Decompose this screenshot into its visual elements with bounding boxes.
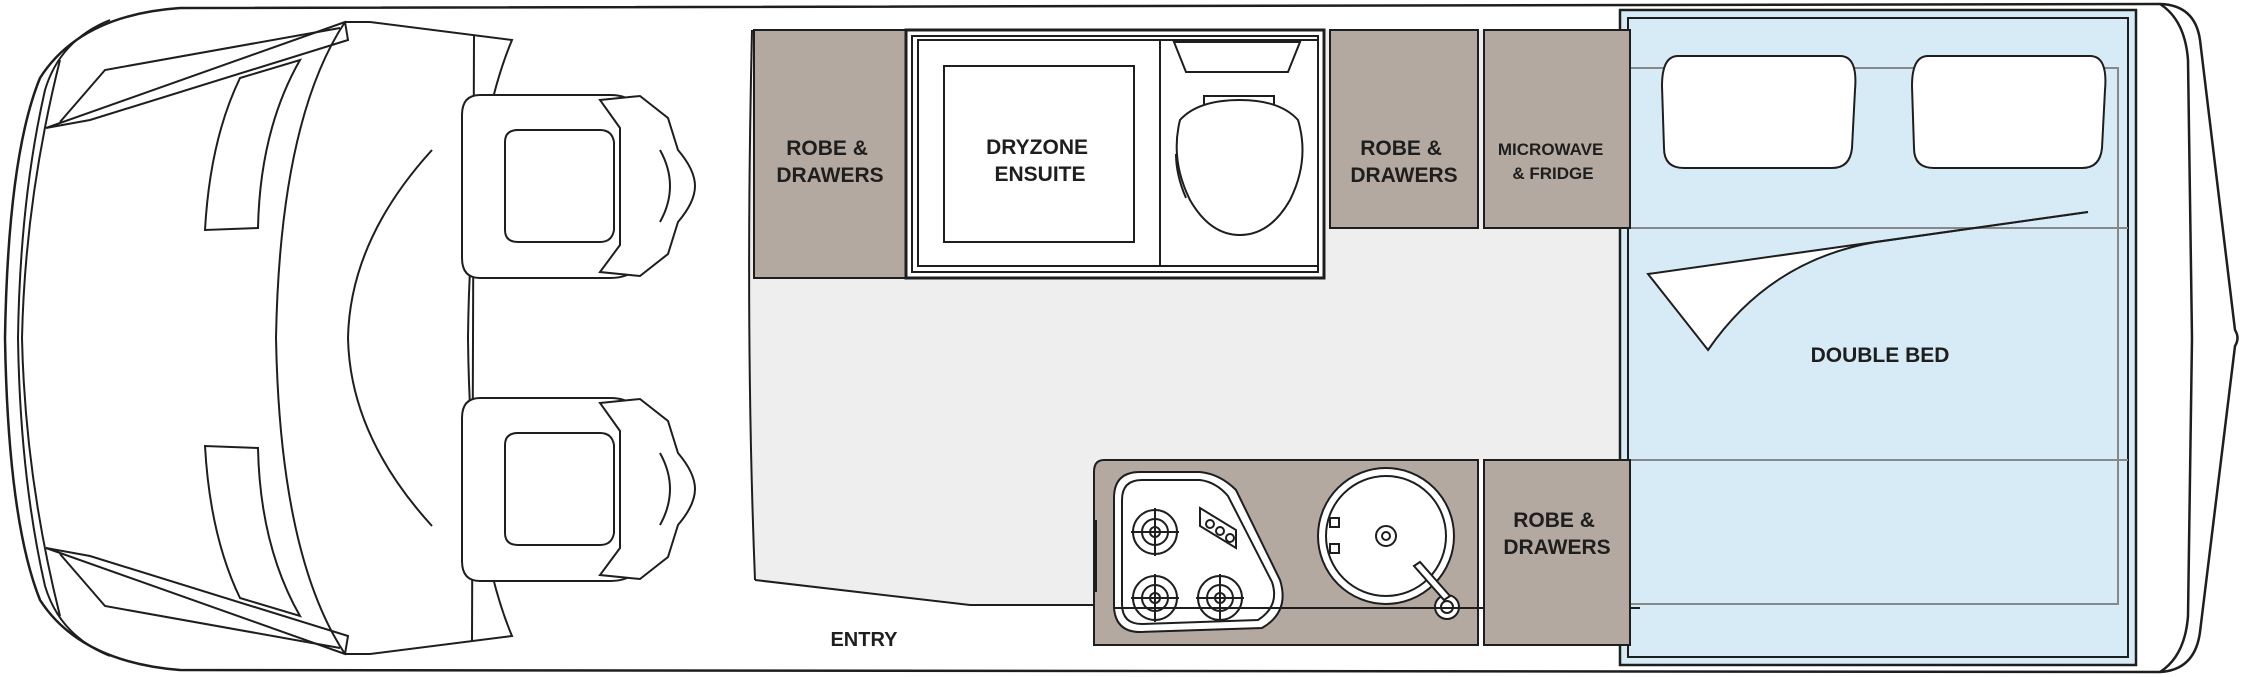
- entry-label: ENTRY: [830, 629, 898, 651]
- microwave-label: MICROWAVE & FRIDGE: [1498, 140, 1608, 183]
- ensuite-label: DRYZONE ENSUITE: [986, 136, 1094, 186]
- shower-tray: [943, 65, 1135, 243]
- bed-cover-fold: [1646, 211, 2089, 352]
- burner-bottom-right: [1196, 574, 1244, 622]
- burner-bottom-left: [1131, 574, 1179, 622]
- robe-mid: ROBE & DRAWERS: [1329, 29, 1479, 229]
- van-body: [3, 2, 2239, 674]
- vanity-basin: [1172, 41, 1302, 73]
- dryzone-ensuite: DRYZONE ENSUITE: [904, 28, 1326, 280]
- pillow-left: [1660, 55, 1857, 169]
- robe-rear: ROBE & DRAWERS: [1483, 459, 1631, 646]
- passenger-seat: [461, 397, 697, 582]
- kitchen-bench: [1093, 459, 1640, 646]
- cab-outline: [16, 19, 514, 657]
- burner-top-left: [1131, 508, 1179, 556]
- microwave-fridge: MICROWAVE & FRIDGE: [1483, 29, 1631, 229]
- grill: [1199, 506, 1237, 550]
- robe-mid-label: ROBE & DRAWERS: [1350, 137, 1457, 187]
- double-bed: [1618, 8, 2138, 667]
- robe-front-label: ROBE & DRAWERS: [776, 137, 883, 187]
- entry-line: [754, 579, 1100, 606]
- robe-front: ROBE & DRAWERS: [753, 29, 907, 279]
- robe-rear-label: ROBE & DRAWERS: [1503, 509, 1610, 559]
- pillow-right: [1910, 55, 2107, 169]
- front-wall: [748, 29, 756, 581]
- double-bed-label: DOUBLE BED: [1811, 344, 1950, 367]
- driver-seat: [461, 94, 697, 279]
- toilet: [1175, 95, 1304, 237]
- cooktop: [1113, 471, 1284, 634]
